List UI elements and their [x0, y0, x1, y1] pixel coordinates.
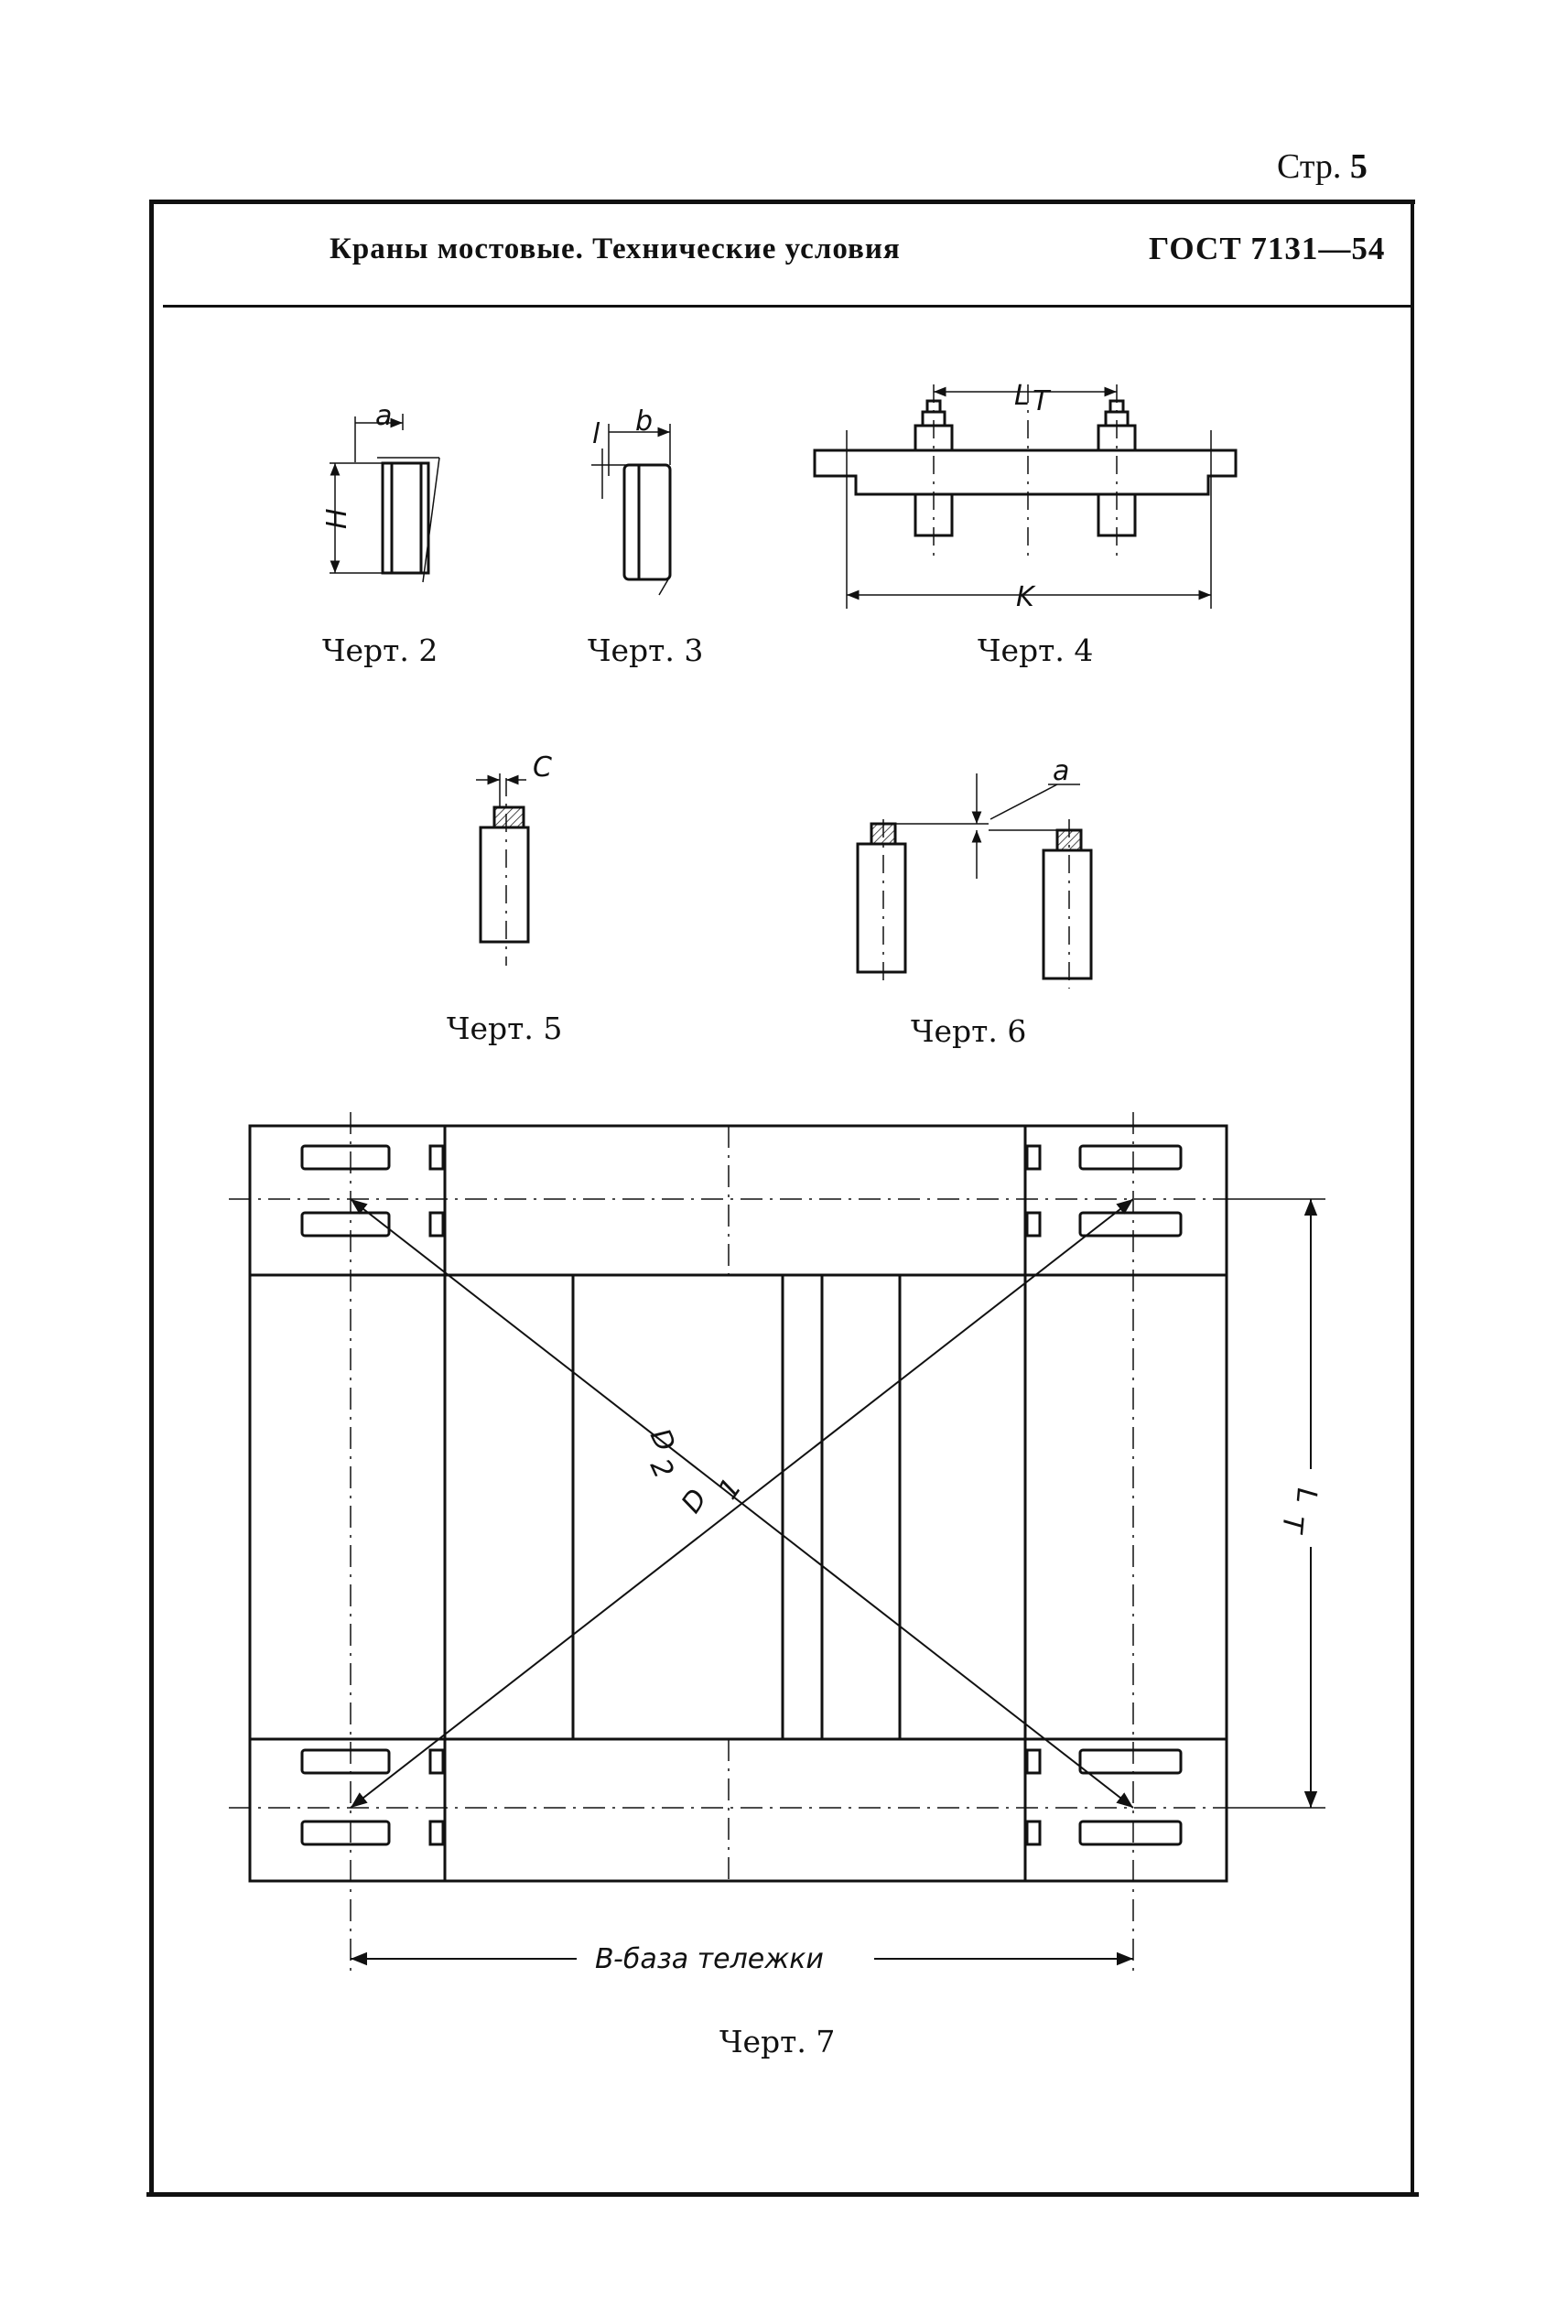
page-number-value: 5: [1349, 147, 1368, 186]
fig6-caption: Черт. 6: [911, 1013, 1026, 1049]
frame-right-border: [1411, 200, 1414, 2195]
fig7-label-t: T: [1275, 1514, 1309, 1536]
fig6-right-rail: [1042, 849, 1093, 980]
fig7-label-d1: D: [676, 1484, 714, 1519]
fig4-beam: [813, 449, 1238, 496]
fig3-rail-block: [622, 463, 672, 581]
fig7-label-d1-sub: 1: [712, 1473, 749, 1506]
fig5-label-c: C: [533, 751, 552, 784]
fig4-caption: Черт. 4: [978, 632, 1093, 668]
header-title: Краны мостовые. Технические условия: [330, 232, 901, 265]
header-rule: [163, 305, 1412, 308]
frame-bottom-border: [146, 2192, 1419, 2197]
page-number: Стр. 5: [1277, 146, 1368, 187]
fig5-rail-body: [479, 826, 530, 944]
fig7-base-label-bg: [577, 1939, 874, 1975]
fig7-label-l: L: [1290, 1486, 1323, 1505]
figure-4: [813, 384, 1238, 609]
frame-top-border: [149, 200, 1415, 204]
fig4-label-t: T: [1033, 385, 1052, 417]
fig3-caption: Черт. 3: [588, 632, 703, 668]
frame-left-border: [149, 200, 154, 2195]
fig6-left-rail: [856, 842, 907, 974]
fig7-lt-label-bg: [1289, 1469, 1333, 1547]
fig2-caption: Черт. 2: [322, 632, 438, 668]
fig7-outer-frame: [248, 1124, 1228, 1883]
fig5-caption: Черт. 5: [447, 1011, 562, 1046]
fig3-label-b: b: [635, 405, 653, 438]
fig2-label-h: H: [321, 508, 353, 529]
fig7-caption: Черт. 7: [719, 2024, 835, 2059]
figure-2: [330, 414, 440, 583]
figure-7: [229, 1112, 1325, 1977]
fig6-label-a: a: [1053, 755, 1069, 787]
fig5-rail-head: [492, 805, 525, 829]
figure-6: [856, 773, 1093, 989]
fig4-label-k: K: [1016, 581, 1036, 613]
fig3-label-l: l: [592, 418, 600, 450]
fig4-label-l: L: [1014, 380, 1030, 412]
fig7-label-d2-sub: 2: [643, 1454, 680, 1484]
standard-number: ГОСТ 7131—54: [1149, 231, 1386, 266]
fig7-base-label: B-база тележки: [595, 1943, 824, 1975]
fig7-diagonal-d1: [350, 1198, 1134, 1809]
fig2-label-a: a: [375, 400, 392, 432]
page-number-prefix: Стр.: [1277, 147, 1342, 186]
figure-5: [476, 773, 530, 966]
figure-3: [591, 424, 672, 596]
